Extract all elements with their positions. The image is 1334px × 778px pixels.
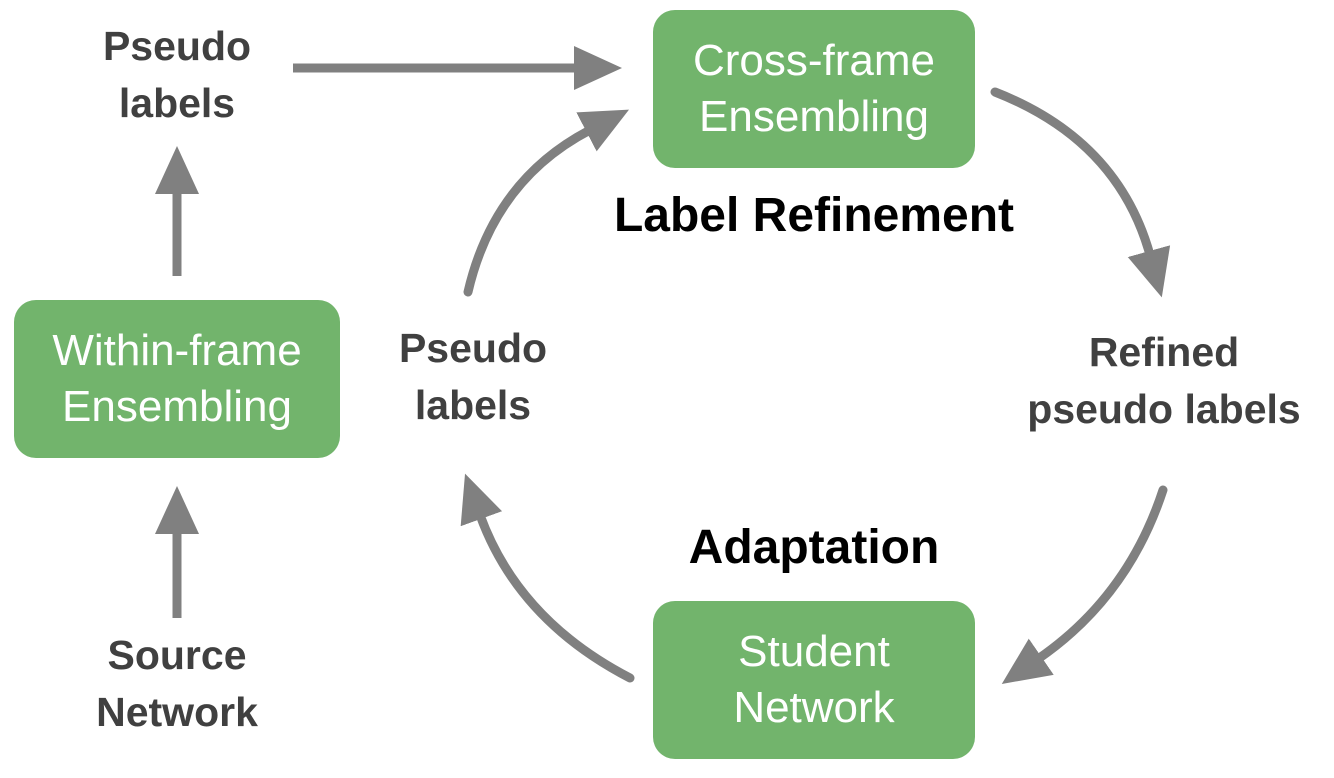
pseudo-labels-mid-label: Pseudo labels: [353, 320, 593, 434]
source-network-line1: Source: [107, 632, 247, 678]
arrow-cross-frame-to-refined-labels: [990, 87, 1171, 298]
student-network-line1: Student: [738, 627, 890, 676]
pseudo-labels-top-label: Pseudo labels: [57, 18, 297, 132]
student-network-box: Student Network: [653, 601, 975, 759]
within-frame-line1: Within-frame: [52, 326, 302, 375]
pseudo-labels-top-line2: labels: [118, 80, 236, 126]
source-network-line2: Network: [96, 689, 258, 735]
adaptation-heading: Adaptation: [688, 521, 940, 574]
student-network-line2: Network: [733, 683, 895, 732]
pseudo-labels-mid-line1: Pseudo: [398, 325, 548, 371]
arrow-refined-labels-to-student: [1001, 485, 1168, 684]
within-frame-line2: Ensembling: [62, 382, 292, 431]
pseudo-labels-mid-line2: labels: [414, 382, 532, 428]
source-network-label: Source Network: [37, 627, 317, 741]
within-frame-ensembling-box: Within-frame Ensembling: [14, 300, 340, 458]
cross-frame-line1: Cross-frame: [692, 36, 936, 85]
cross-frame-line2: Ensembling: [699, 92, 929, 141]
refined-labels-line2: pseudo labels: [1027, 386, 1301, 432]
arrow-student-to-pseudo-labels: [460, 473, 635, 683]
label-refinement-heading: Label Refinement: [613, 189, 1015, 242]
refined-pseudo-labels-label: Refined pseudo labels: [994, 324, 1334, 438]
pseudo-labels-top-line1: Pseudo: [102, 23, 252, 69]
refined-labels-line1: Refined: [1088, 329, 1240, 375]
arrow-pseudo-labels-to-cross-frame-curve: [463, 109, 630, 297]
cross-frame-ensembling-box: Cross-frame Ensembling: [653, 10, 975, 168]
